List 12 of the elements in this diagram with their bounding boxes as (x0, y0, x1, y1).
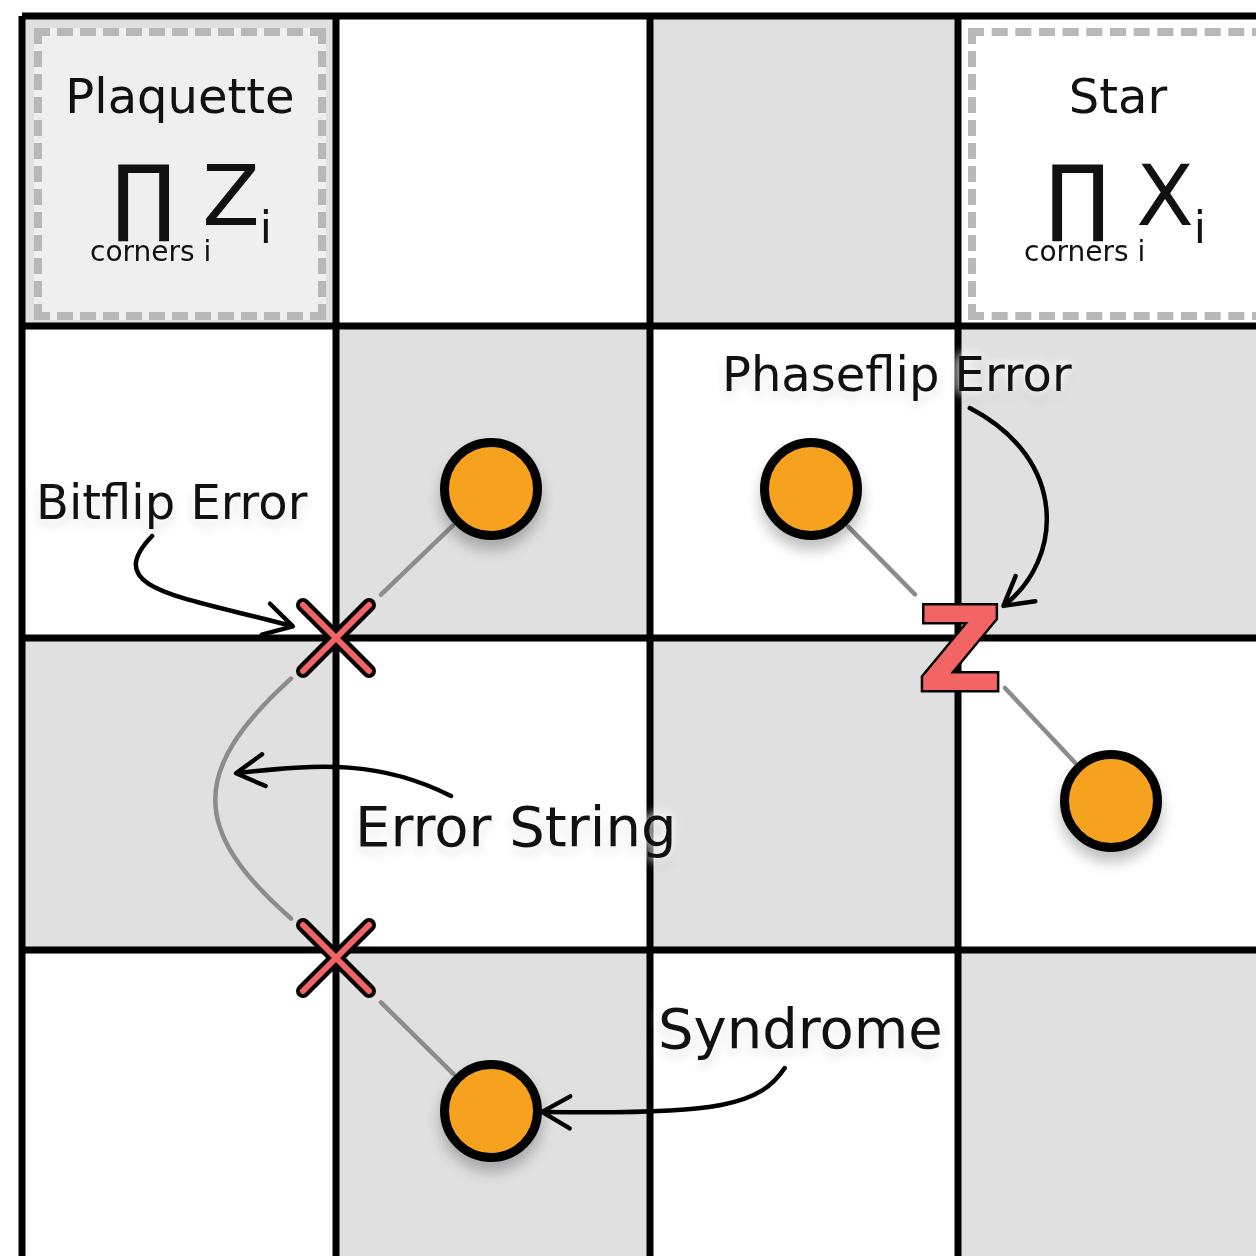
connecting-line (378, 1000, 456, 1077)
connecting-line (845, 524, 918, 597)
connecting-line (378, 523, 456, 597)
annotation-text: Bitflip Error (36, 476, 326, 536)
connecting-line (1002, 685, 1077, 765)
operator-box (968, 28, 1256, 320)
operator-box (34, 28, 326, 320)
leader-arrow (967, 405, 1049, 609)
box-title: Star (1067, 72, 1169, 120)
connecting-line (213, 676, 294, 921)
leader-arrow (233, 752, 454, 799)
annotation-text: Syndrome (658, 998, 958, 1068)
